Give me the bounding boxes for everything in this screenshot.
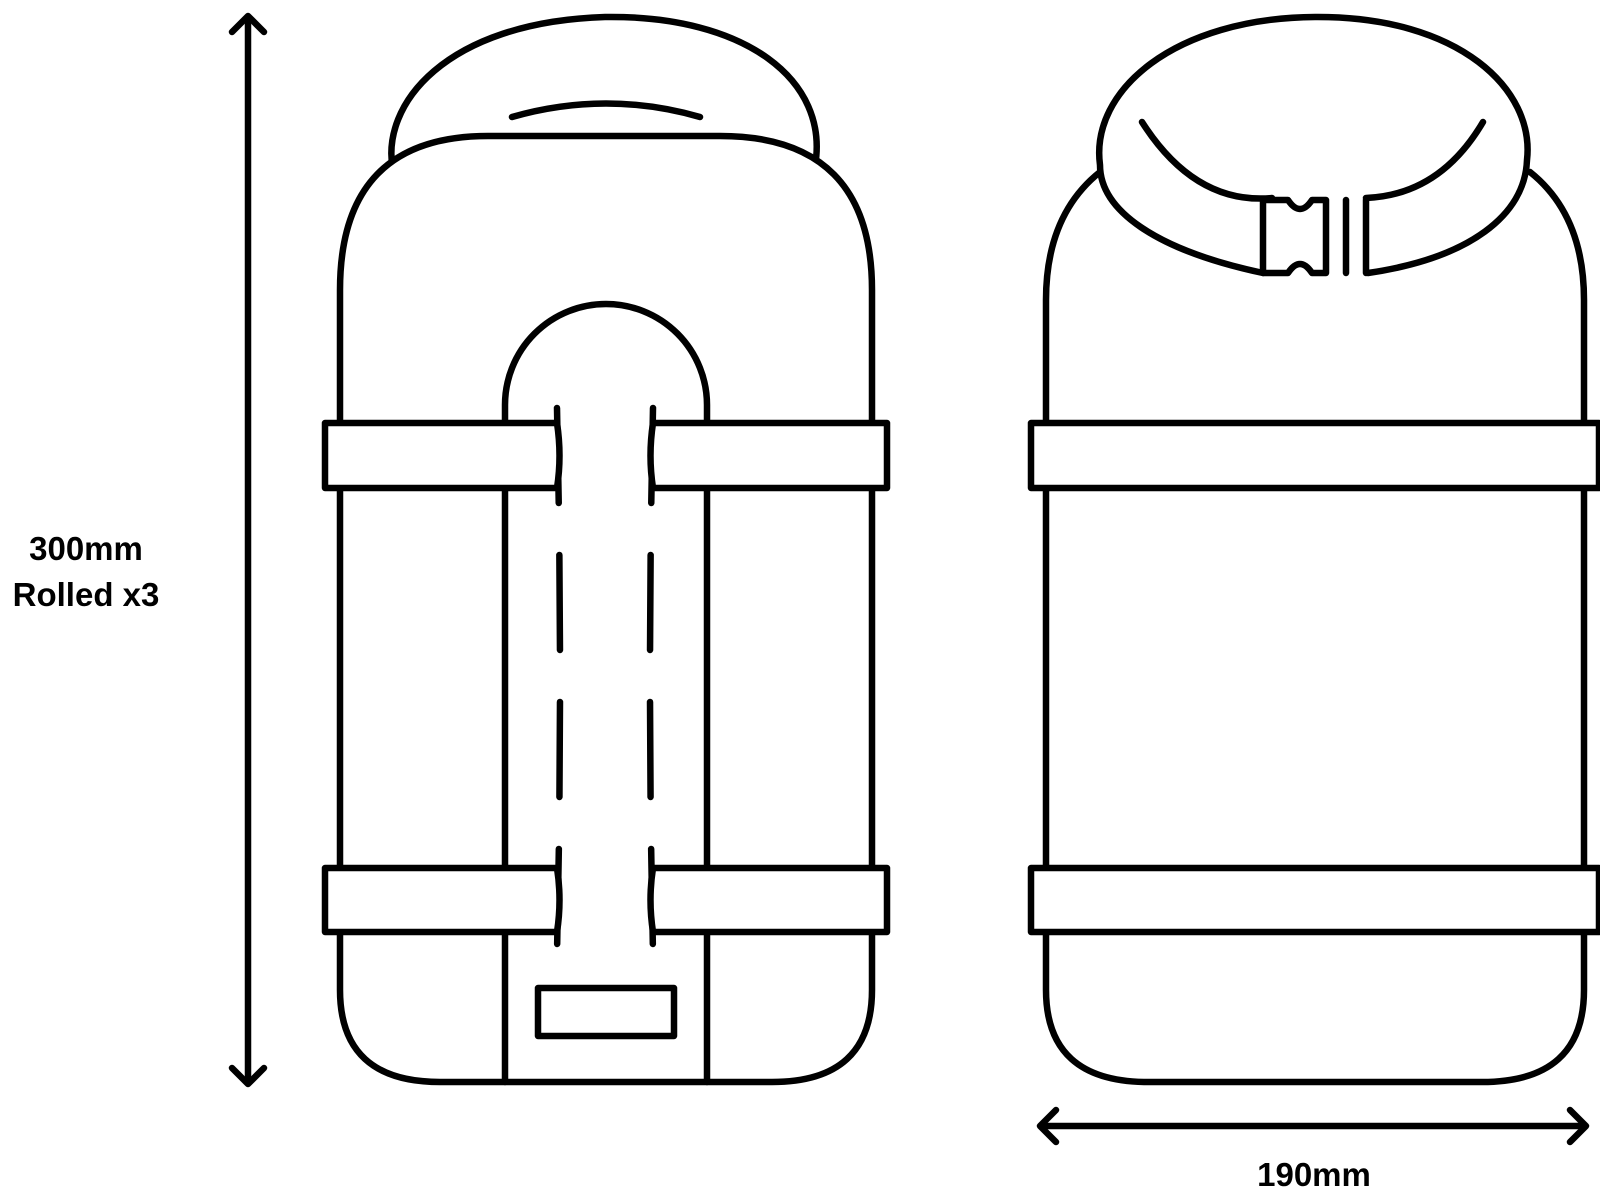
back-view-dry-bag [321,13,891,1086]
side-view-dry-bag [1027,13,1600,1086]
width-dimension: 190mm [1036,1106,1590,1193]
height-dimension: 300mm Rolled x3 [13,12,268,1088]
lower-strap-left [321,864,563,936]
upper-strap-right [647,419,891,492]
buckle-icon [1259,196,1370,277]
height-note-label: Rolled x3 [13,576,160,613]
lower-strap-right [647,864,891,936]
width-arrow-left [1036,1106,1060,1146]
width-value-label: 190mm [1257,1156,1371,1193]
rolled-top [388,13,820,174]
label-patch [534,984,678,1040]
width-arrow-right [1566,1106,1590,1146]
side-lower-strap [1027,864,1600,936]
center-webbing-panel [501,300,711,1086]
side-upper-strap [1027,419,1600,492]
height-arrow-top [228,12,268,36]
rolled-top-seam [508,100,704,121]
side-bag-body [1042,168,1588,1086]
side-rolled-top [1095,13,1531,277]
side-rolled-top-inner [1138,118,1487,202]
height-arrow-bottom [228,1064,268,1088]
buckle-frame [1259,196,1330,277]
upper-strap-left [321,419,563,492]
height-value-label: 300mm [29,530,143,567]
bag-body [336,132,876,1086]
